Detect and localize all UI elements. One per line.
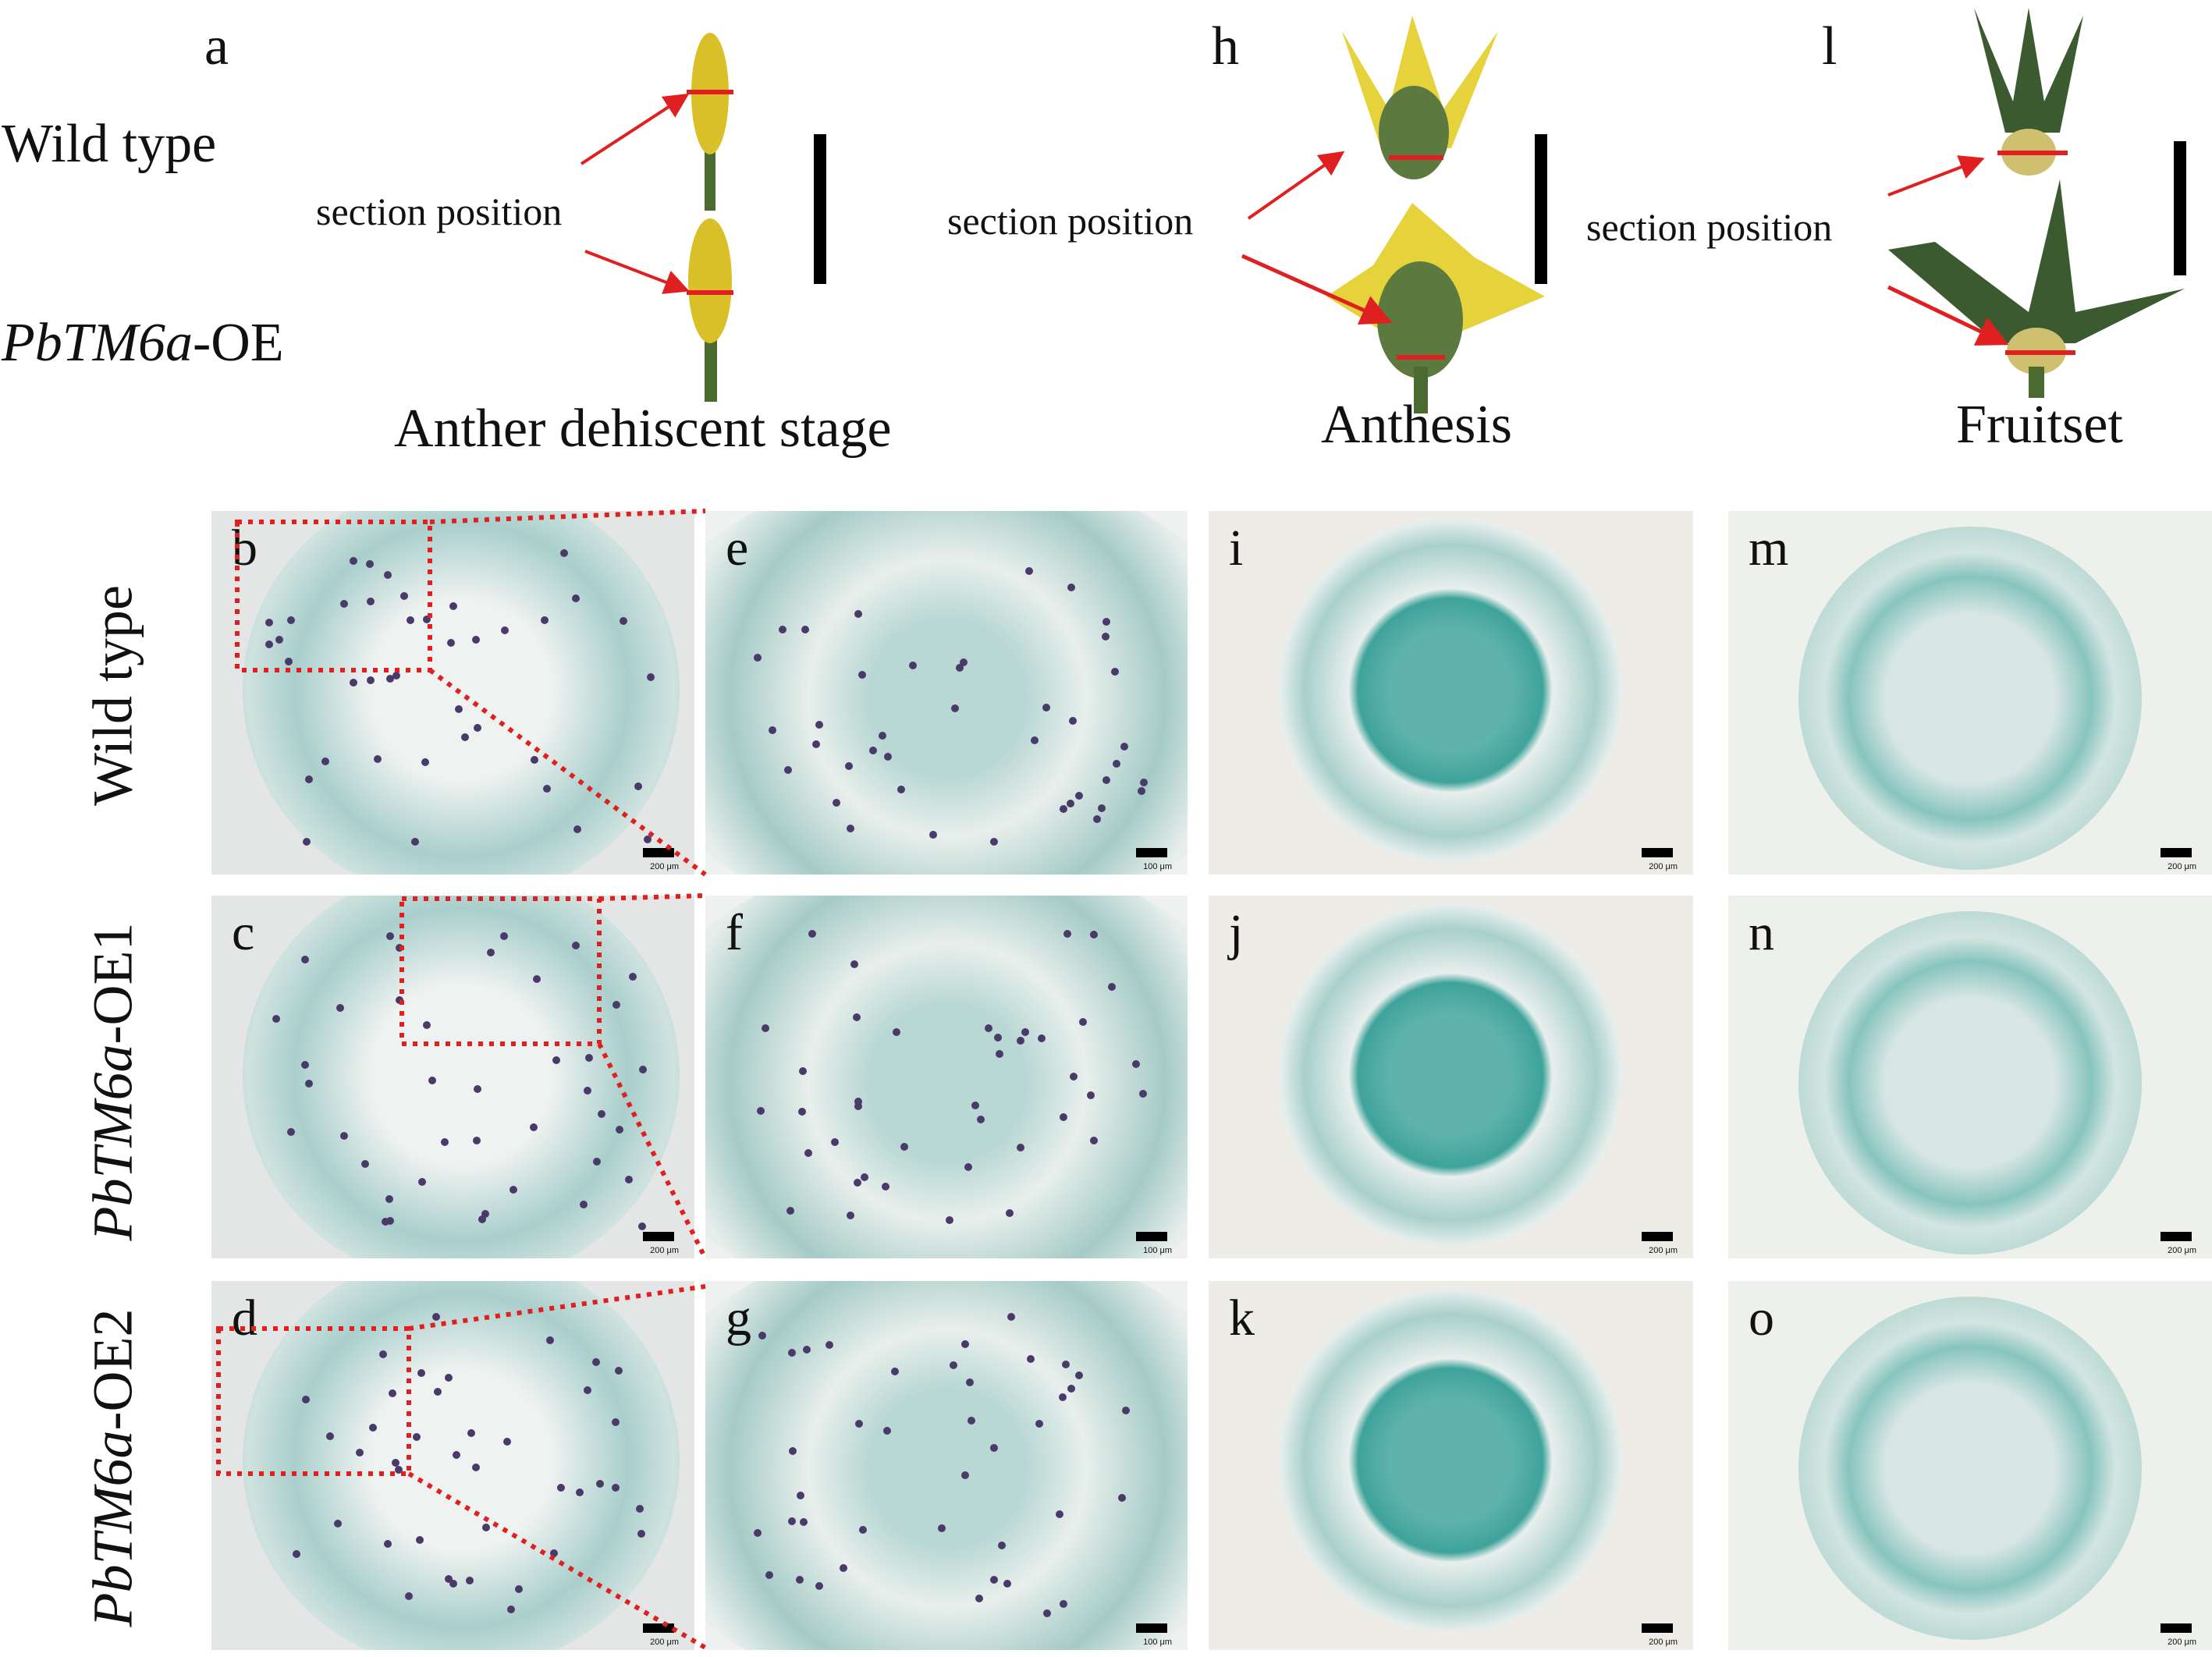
scale-bar <box>2161 1232 2192 1241</box>
scale-bar <box>643 848 674 857</box>
scale-bar-label: 200 μm <box>2168 1637 2196 1647</box>
micrograph-panel: m 200 μm <box>1728 511 2212 875</box>
micrograph-panel: j 200 μm <box>1209 896 1693 1258</box>
scale-bar <box>1136 1232 1167 1241</box>
scale-bar <box>1136 848 1167 857</box>
scale-bar-label: 200 μm <box>2168 862 2196 871</box>
fruit-wild <box>1974 8 2083 176</box>
panel-letter: g <box>726 1289 751 1348</box>
arrow <box>585 251 687 290</box>
micrograph-panel: c 200 μm <box>211 896 694 1258</box>
micrograph-panel: b 200 μm <box>211 511 694 875</box>
row-label-wild-type: Wild type <box>81 575 146 817</box>
panel-letter: b <box>232 519 257 578</box>
panel-letter: d <box>232 1289 257 1348</box>
flower-illustrations <box>0 0 2212 499</box>
scale-bar-label: 100 μm <box>1143 862 1172 871</box>
panel-letter: m <box>1749 519 1788 578</box>
scale-bar-label: 200 μm <box>1649 1246 1678 1255</box>
line-suffix: -OE2 <box>82 1309 144 1431</box>
scale-bar-label: 200 μm <box>1649 862 1678 871</box>
scale-bar <box>2161 848 2192 857</box>
micrograph-panel: k 200 μm <box>1209 1281 1693 1650</box>
panel-letter: o <box>1749 1289 1774 1348</box>
scale-bar <box>2161 1623 2192 1633</box>
micrograph-panel: i 200 μm <box>1209 511 1693 875</box>
arrow <box>581 95 687 164</box>
fruit-oe <box>1888 179 2185 398</box>
micrograph-panel: n 200 μm <box>1728 896 2212 1258</box>
flower-bud-oe <box>688 218 732 402</box>
scale-bar <box>643 1232 674 1241</box>
panel-letter: e <box>726 519 748 578</box>
scale-bar <box>643 1623 674 1633</box>
row-label-oe1: PbTM6a-OE1 <box>81 907 146 1258</box>
flower-bud-wild <box>691 33 729 211</box>
micrograph-panel: o 200 μm <box>1728 1281 2212 1650</box>
flower-anthesis-wild <box>1342 16 1498 179</box>
micrograph-panel: d 200 μm <box>211 1281 694 1650</box>
scale-bar-label: 200 μm <box>650 1246 679 1255</box>
panel-letter: f <box>726 903 743 963</box>
micrograph-panel: e 100 μm <box>705 511 1188 875</box>
micrograph-panel: g 100 μm <box>705 1281 1188 1650</box>
line-suffix: -OE1 <box>82 923 144 1045</box>
scale-bar-label: 100 μm <box>1143 1637 1172 1647</box>
micrograph-panel: f 100 μm <box>705 896 1188 1258</box>
scale-bar-label: 200 μm <box>1649 1637 1678 1647</box>
panel-letter: j <box>1229 903 1243 963</box>
panel-letter: c <box>232 903 254 963</box>
panel-letter: i <box>1229 519 1243 578</box>
row-label-oe2: PbTM6a-OE2 <box>81 1293 146 1644</box>
gene-name: PbTM6a <box>82 1430 144 1627</box>
scale-bar <box>1642 1232 1673 1241</box>
scale-bar <box>1136 1623 1167 1633</box>
scale-bar-label: 200 μm <box>650 862 679 871</box>
scale-bar <box>1642 848 1673 857</box>
gene-name: PbTM6a <box>82 1044 144 1240</box>
panel-letter: k <box>1229 1289 1255 1348</box>
panel-letter: n <box>1749 903 1774 963</box>
scale-bar-label: 200 μm <box>650 1637 679 1647</box>
scale-bar-label: 200 μm <box>2168 1246 2196 1255</box>
scale-bar-label: 100 μm <box>1143 1246 1172 1255</box>
scale-bar <box>1642 1623 1673 1633</box>
